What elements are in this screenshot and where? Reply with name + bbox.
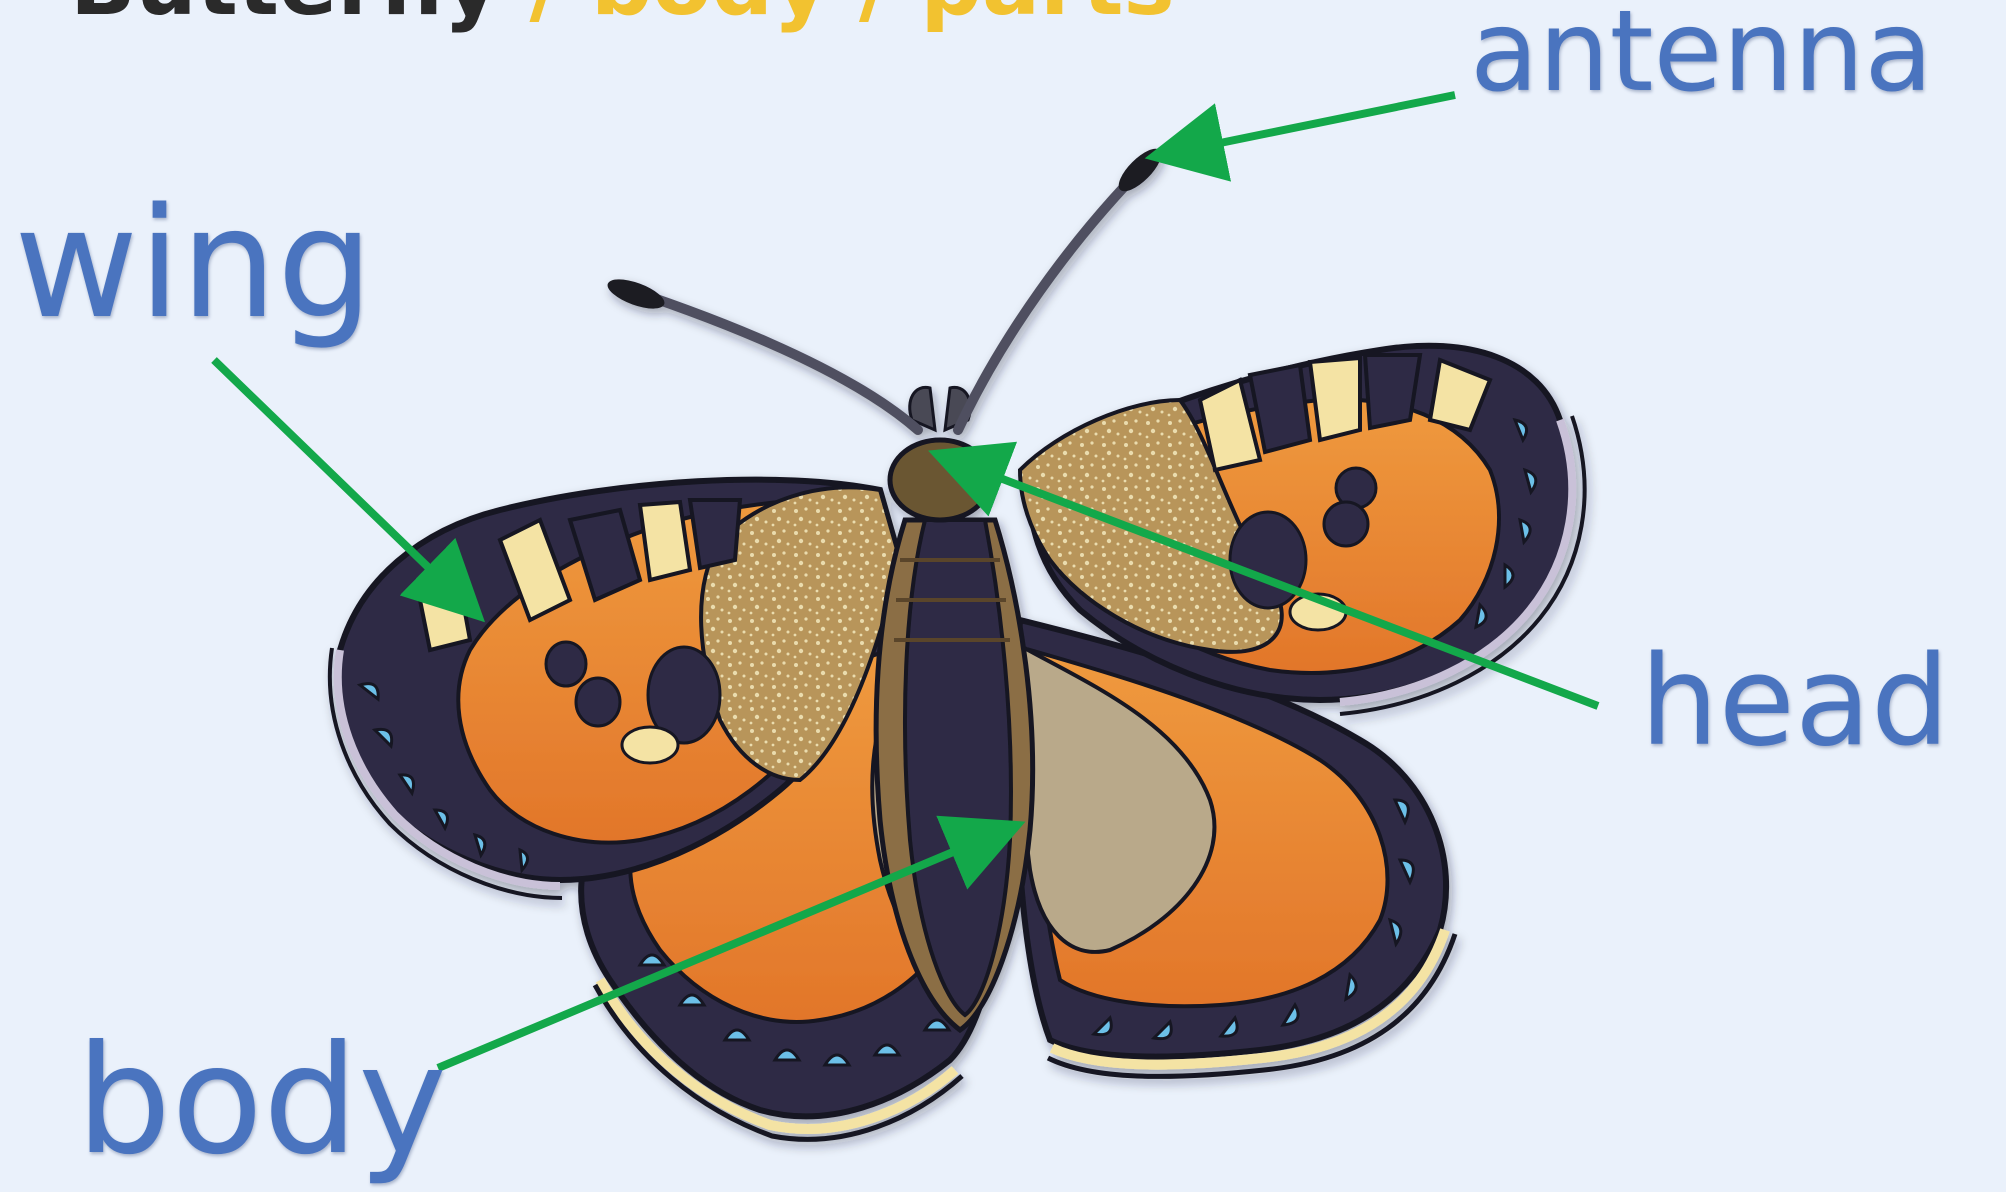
butterfly-antennae bbox=[604, 142, 1168, 430]
butterfly-head bbox=[890, 387, 990, 520]
label-wing: wing bbox=[14, 188, 373, 340]
butterfly-group bbox=[330, 142, 1585, 1139]
label-body: body bbox=[76, 1026, 447, 1176]
label-antenna: antenna bbox=[1470, 0, 1933, 108]
label-head: head bbox=[1640, 640, 1950, 764]
